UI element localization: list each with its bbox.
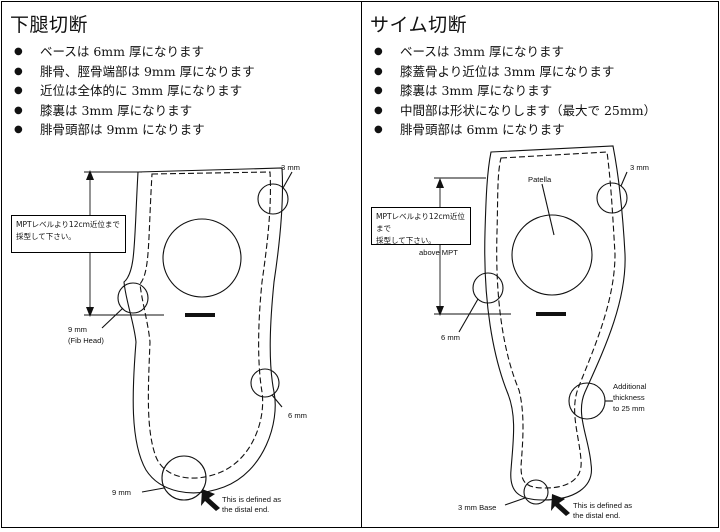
bullet-item: 中間部は形状になりします（最大で 25mm）	[370, 101, 656, 121]
label-6mm: 6 mm	[441, 333, 460, 342]
syme-panel: サイム切断 ベースは 3mm 厚になります 膝蓋骨より近位は 3mm 厚になりま…	[361, 1, 719, 528]
label-3mm: 3 mm	[630, 163, 649, 172]
note-line: 採型して下さい。	[16, 232, 76, 241]
bullet-item: 腓骨頭部は 9mm になります	[10, 120, 255, 140]
transtibial-panel: 下腿切断 ベースは 6mm 厚になります 腓骨、脛骨端部は 9mm 厚になります…	[1, 1, 362, 528]
patella-circle	[511, 214, 593, 296]
marker-circle	[523, 479, 549, 505]
label-fib-head: (Fib Head)	[68, 336, 104, 345]
limb-outline	[484, 145, 626, 501]
distal-end-arrow	[551, 494, 570, 516]
label-3mm-base: 3 mm Base	[458, 503, 496, 512]
note-line: 採型して下さい。	[376, 236, 436, 245]
bullet-item: 膝裏は 3mm 厚になります	[370, 81, 656, 101]
syme-socket-diagram: Patella 3 mm above MPT 6 mm Additional t…	[419, 145, 649, 520]
limb-outline	[123, 167, 284, 494]
label-3mm: 3 mm	[281, 163, 300, 172]
marker-circle	[161, 455, 207, 501]
marker-circle	[596, 182, 628, 214]
bullet-list: ベースは 6mm 厚になります 腓骨、脛骨端部は 9mm 厚になります 近位は全…	[10, 42, 255, 140]
label-patella: Patella	[528, 175, 552, 184]
label-additional: Additional	[613, 382, 647, 391]
marker-circle	[117, 282, 149, 314]
mpt-marker-bar	[185, 313, 215, 317]
label-distal-2: the distal end.	[222, 505, 269, 514]
socket-dashed-line	[496, 151, 616, 489]
marker-circle	[250, 368, 280, 398]
bullet-item: ベースは 6mm 厚になります	[10, 42, 255, 62]
bullet-item: 膝蓋骨より近位は 3mm 厚になります	[370, 62, 656, 82]
label-9mm-bottom: 9 mm	[112, 488, 131, 497]
label-thickness: thickness	[613, 393, 645, 402]
bullet-item: ベースは 3mm 厚になります	[370, 42, 656, 62]
socket-dashed-line	[139, 171, 271, 479]
distal-end-arrow	[201, 489, 220, 511]
label-to-25mm: to 25 mm	[613, 404, 645, 413]
mpt-note-box: MPTレベルより12cm近位まで 採型して下さい。	[11, 215, 126, 253]
label-6mm: 6 mm	[288, 411, 307, 420]
bone-circle	[162, 218, 242, 298]
label-distal-2: the distal end.	[573, 511, 620, 520]
mpt-marker-bar	[536, 312, 566, 316]
marker-circle	[472, 272, 504, 304]
bullet-item: 腓骨、脛骨端部は 9mm 厚になります	[10, 62, 255, 82]
panel-title: 下腿切断	[10, 14, 89, 36]
note-line: MPTレベルより12cm近位まで	[376, 212, 465, 233]
transtibial-socket-diagram: 3 mm 9 mm (Fib Head) 6 mm 9 mm This is d…	[68, 163, 307, 514]
bullet-item: 腓骨頭部は 6mm になります	[370, 120, 656, 140]
bullet-list: ベースは 3mm 厚になります 膝蓋骨より近位は 3mm 厚になります 膝裏は …	[370, 42, 656, 140]
label-distal-1: This is defined as	[222, 495, 281, 504]
marker-circle	[257, 183, 289, 215]
label-above-mpt: above MPT	[419, 248, 458, 257]
mpt-note-box: MPTレベルより12cm近位まで 採型して下さい。	[371, 207, 471, 245]
bullet-item: 膝裏は 3mm 厚になります	[10, 101, 255, 121]
panel-title: サイム切断	[370, 14, 468, 36]
bullet-item: 近位は全体的に 3mm 厚になります	[10, 81, 255, 101]
note-line: MPTレベルより12cm近位まで	[16, 220, 120, 229]
label-distal-1: This is defined as	[573, 501, 632, 510]
label-9mm-fib: 9 mm	[68, 325, 87, 334]
